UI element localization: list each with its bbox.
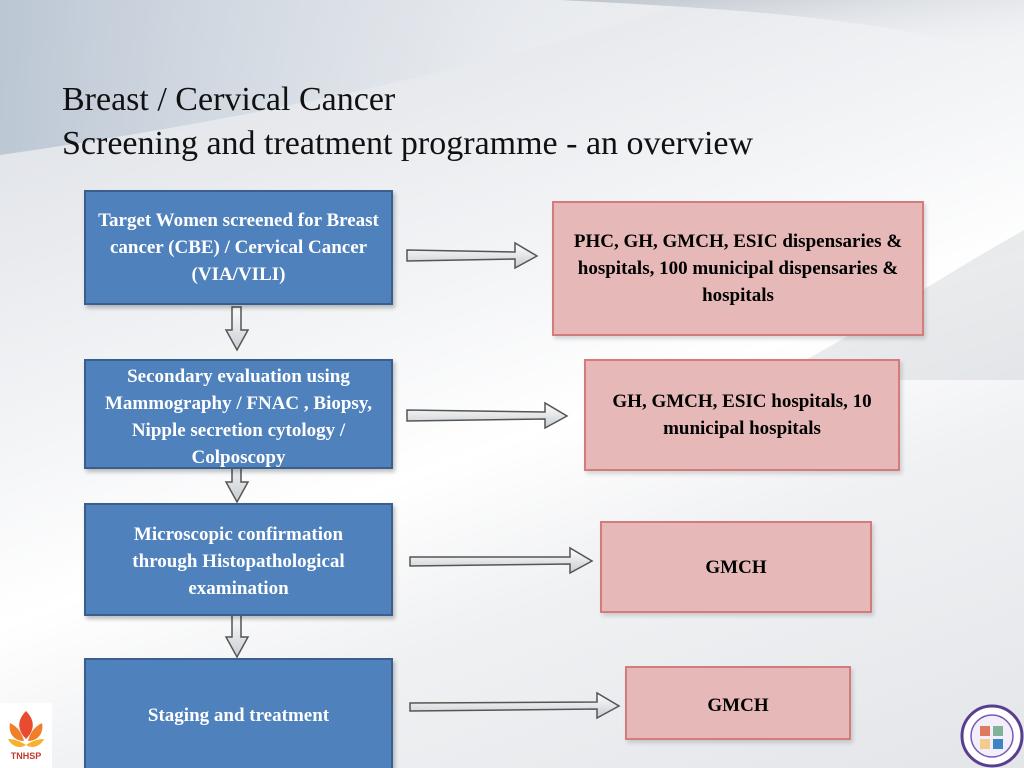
slide-title: Breast / Cervical Cancer Screening and t… [62, 78, 753, 166]
horizontal-arrow-3 [409, 546, 594, 575]
step-box-staging-treatment: Staging and treatment [84, 658, 393, 768]
circular-seal-logo [960, 704, 1024, 768]
tnhsp-logo-icon [8, 711, 44, 747]
vertical-arrow-3 [224, 613, 250, 659]
horizontal-arrow-1 [406, 241, 539, 270]
vertical-arrow-1 [224, 306, 250, 352]
step-label-staging-treatment: Staging and treatment [147, 705, 330, 726]
horizontal-arrow-2 [406, 401, 569, 430]
step-box-microscopic-confirmation: Microscopic confirmation through Histopa… [84, 503, 393, 616]
step-box-secondary-evaluation: Secondary evaluation using Mammography /… [84, 359, 393, 469]
facility-label-screening: PHC, GH, GMCH, ESIC dispensaries & hospi… [573, 231, 903, 306]
facility-box-staging-treatment: GMCH [625, 666, 851, 740]
facility-box-microscopic-confirmation: GMCH [600, 521, 872, 613]
step-box-screening: Target Women screened for Breast cancer … [84, 190, 393, 305]
title-line-2: Screening and treatment programme - an o… [62, 125, 754, 162]
step-label-screening: Target Women screened for Breast cancer … [98, 210, 379, 285]
facility-label-secondary-evaluation: GH, GMCH, ESIC hospitals, 10 municipal h… [612, 391, 872, 439]
step-label-microscopic-confirmation: Microscopic confirmation through Histopa… [132, 524, 345, 599]
tnhsp-logo-text: TNHSP [10, 751, 42, 761]
horizontal-arrow-4 [409, 691, 621, 720]
facility-label-staging-treatment: GMCH [707, 695, 769, 716]
title-line-1: Breast / Cervical Cancer [62, 81, 396, 118]
step-label-secondary-evaluation: Secondary evaluation using Mammography /… [104, 366, 373, 468]
facility-label-microscopic-confirmation: GMCH [705, 556, 767, 578]
tnhsp-logo: TNHSP [0, 703, 52, 768]
facility-box-screening: PHC, GH, GMCH, ESIC dispensaries & hospi… [552, 201, 924, 336]
facility-box-secondary-evaluation: GH, GMCH, ESIC hospitals, 10 municipal h… [584, 359, 900, 471]
seal-icon [960, 704, 1024, 768]
